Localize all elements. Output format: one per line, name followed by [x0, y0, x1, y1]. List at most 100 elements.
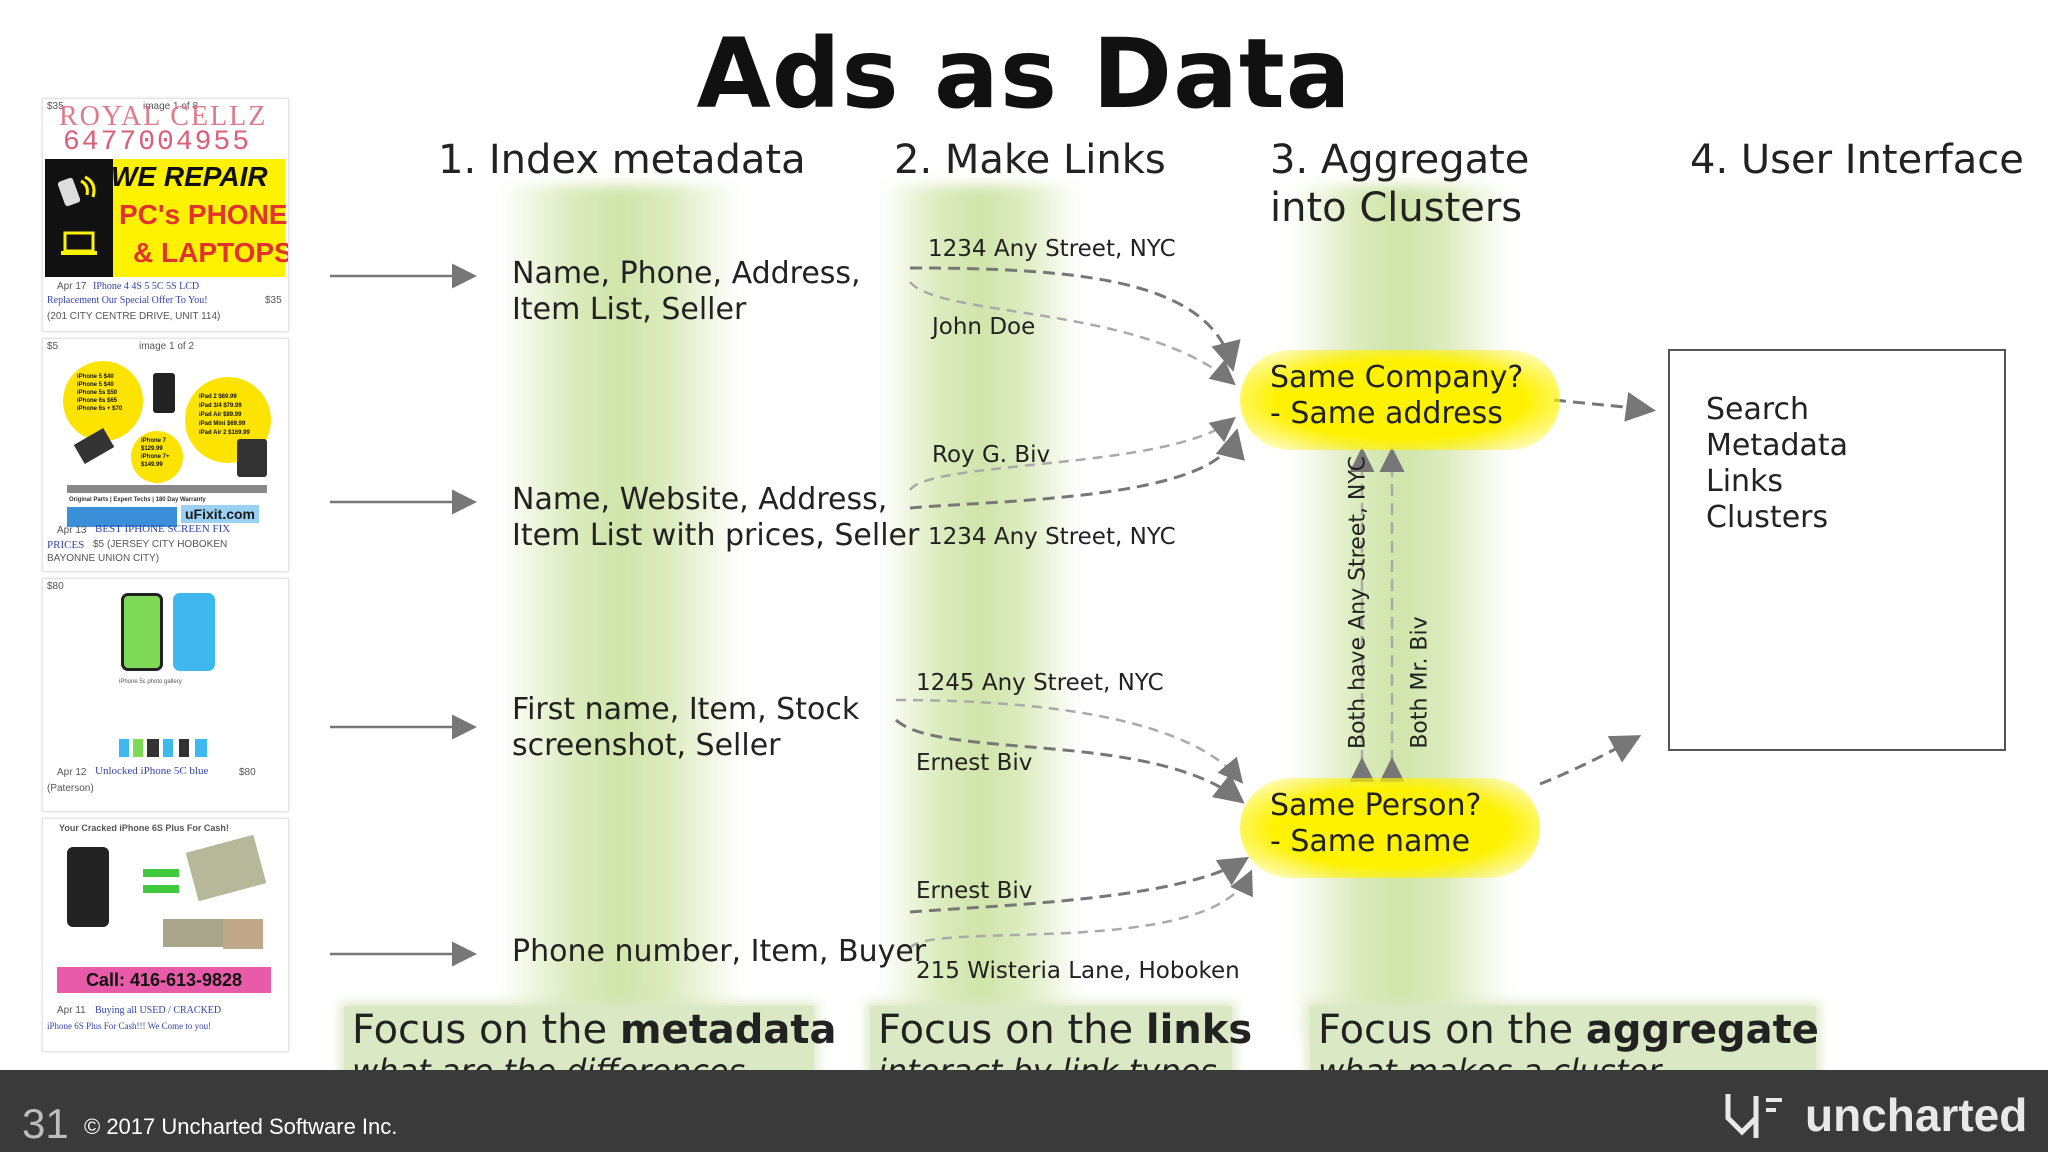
metadata-line: screenshot, Seller	[512, 728, 781, 763]
ad-blue-strip	[67, 507, 177, 527]
ad-image: WE REPAIR PC's PHONES & LAPTOPS	[45, 159, 288, 277]
column-heading-user-interface: 4. User Interface	[1690, 137, 2024, 183]
equals-sign	[143, 869, 179, 877]
ad-brand: uFixit.com	[181, 505, 260, 523]
link-label: 1245 Any Street, NYC	[916, 670, 1164, 696]
ad-image: iPhone 5 $40 iPhone 5 $40 iPhone 5s $50 …	[57, 355, 279, 531]
cash-image	[223, 919, 263, 949]
metadata-block-2: Name, Website, Address, Item List with p…	[512, 482, 919, 554]
ad-listing-date: Apr 11	[57, 1005, 86, 1016]
column-heading-aggregate-line1: 3. Aggregate	[1270, 137, 1530, 183]
ad-location: (JERSEY CITY HOBOKEN	[107, 539, 228, 550]
column-band-metadata	[500, 185, 740, 1035]
phone-image	[67, 847, 109, 927]
price-line: $129.99	[141, 446, 163, 452]
focus-prefix: Focus on the	[352, 1007, 620, 1053]
cluster-highlight-company	[1240, 350, 1560, 450]
price-circle-left	[63, 361, 143, 441]
price-line: $149.99	[141, 462, 163, 468]
phone-image-blue	[173, 593, 215, 671]
link-label: 1234 Any Street, NYC	[928, 524, 1176, 550]
ad-card-4: Your Cracked iPhone 6S Plus For Cash! Ca…	[42, 818, 289, 1052]
ad-listing-price: $80	[239, 767, 256, 778]
ad-listing-title-2[interactable]: Replacement Our Special Offer To You!	[47, 295, 208, 306]
footer-bar	[0, 1070, 2048, 1152]
link-arrow-8	[908, 869, 1253, 949]
ad-listing-title[interactable]: Unlocked iPhone 5C blue	[95, 765, 209, 777]
phone-image	[153, 373, 175, 413]
ad-listing-price: $35	[265, 295, 282, 306]
phone-icon	[57, 175, 96, 207]
uncharted-logo-icon	[1725, 1094, 1782, 1138]
ad-location: (201 CITY CENTRE DRIVE, UNIT 114)	[47, 311, 221, 322]
price-line: iPhone 6s + $70	[77, 406, 123, 412]
ad-headline-2: PC's PHONES	[119, 199, 289, 230]
cluster-criterion: - Same address	[1270, 396, 1503, 431]
ad-listing-title[interactable]: Buying all USED / CRACKED	[95, 1005, 222, 1016]
ad-header: Your Cracked iPhone 6S Plus For Cash!	[59, 823, 229, 833]
equals-sign	[143, 885, 179, 893]
ad-listing-date: Apr 12	[57, 767, 87, 778]
ad-listing-date: Apr 17	[57, 281, 87, 292]
focus-prefix: Focus on the	[878, 1007, 1146, 1053]
price-line: iPad 3/4 $79.99	[199, 403, 242, 409]
cluster-highlight-person	[1240, 778, 1540, 878]
link-arrow-1	[909, 266, 1241, 372]
price-line: iPhone 7+	[141, 454, 170, 460]
metadata-line: Name, Phone, Address,	[512, 256, 861, 291]
cash-image	[163, 919, 223, 947]
ad-headline-3: & LAPTOPS	[133, 237, 289, 268]
ad-image-caption: image 1 of 2	[139, 341, 195, 352]
tablet-image	[237, 439, 267, 477]
column-heading-make-links: 2. Make Links	[894, 137, 1166, 183]
metadata-line: Phone number, Item, Buyer	[512, 934, 927, 969]
laptop-icon	[61, 231, 97, 255]
ui-item-links: Links	[1706, 464, 1784, 499]
cluster-criterion: - Same name	[1270, 824, 1471, 859]
ui-item-search: Search	[1706, 392, 1810, 427]
ad-location: (Paterson)	[47, 783, 94, 794]
slide-title: Ads as Data	[696, 18, 1352, 130]
thumbnail-strip	[119, 739, 229, 757]
ad-listing-title[interactable]: IPhone 4 4S 5 5C 5S LCD	[93, 281, 200, 292]
ui-item-clusters: Clusters	[1706, 500, 1829, 535]
cluster-link-label-right: Both Mr. Biv	[1407, 616, 1433, 749]
focus-keyword: links	[1145, 1007, 1253, 1053]
column-heading-aggregate: 3. Aggregate into Clusters	[1270, 136, 1529, 232]
ad-listing-title-2[interactable]: iPhone 6S Plus For Cash!!! We Come to yo…	[47, 1021, 212, 1031]
focus-heading: Focus on the links	[878, 1007, 1252, 1053]
price-line: iPad Air $89.99	[199, 412, 242, 418]
metadata-block-1: Name, Phone, Address, Item List, Seller	[512, 256, 861, 328]
ad-listing-title[interactable]: BEST IPHONE SCREEN FIX	[95, 523, 231, 535]
metadata-line: First name, Item, Stock	[512, 692, 860, 727]
metadata-block-3: First name, Item, Stock screenshot, Sell…	[512, 692, 859, 764]
ui-item-metadata: Metadata	[1706, 428, 1849, 463]
link-label: John Doe	[932, 314, 1036, 340]
ad-price: $80	[47, 581, 64, 592]
ad-notice: Original Parts | Expert Techs | 180 Day …	[69, 497, 206, 503]
ad-photo-caption: iPhone 5c photo gallery	[119, 679, 182, 685]
focus-heading: Focus on the aggregate	[1318, 1007, 1819, 1053]
cluster-link-label-left: Both have Any Street, NYC	[1345, 456, 1371, 749]
ad-listing-title-2[interactable]: PRICES	[47, 539, 85, 551]
link-arrow-3	[908, 416, 1236, 491]
ad-card-2: $5 image 1 of 2 iPhone 5 $40 iPhone 5 $4…	[42, 338, 289, 572]
ad-price: $5	[47, 341, 59, 352]
price-circle-center	[131, 431, 183, 483]
price-line: iPhone 5 $40	[77, 382, 114, 388]
price-line: iPhone 5s $50	[77, 390, 118, 396]
price-line: iPad 2 $69.99	[199, 394, 237, 400]
uncharted-logo-text: uncharted	[1805, 1089, 2028, 1141]
ad-call-banner: Call: 416-613-9828	[57, 967, 271, 993]
user-interface-box	[1668, 349, 2006, 751]
price-line: iPhone 7	[141, 438, 167, 444]
cluster-title: Same Person?	[1270, 788, 1482, 823]
focus-keyword: metadata	[619, 1007, 837, 1053]
focus-prefix: Focus on the	[1318, 1007, 1586, 1053]
phone-image-white	[121, 593, 163, 671]
focus-keyword: aggregate	[1585, 1007, 1819, 1053]
copyright-text: © 2017 Uncharted Software Inc.	[84, 1114, 398, 1139]
slide-number: 31	[22, 1100, 69, 1147]
column-heading-aggregate-line2: into Clusters	[1270, 185, 1523, 231]
